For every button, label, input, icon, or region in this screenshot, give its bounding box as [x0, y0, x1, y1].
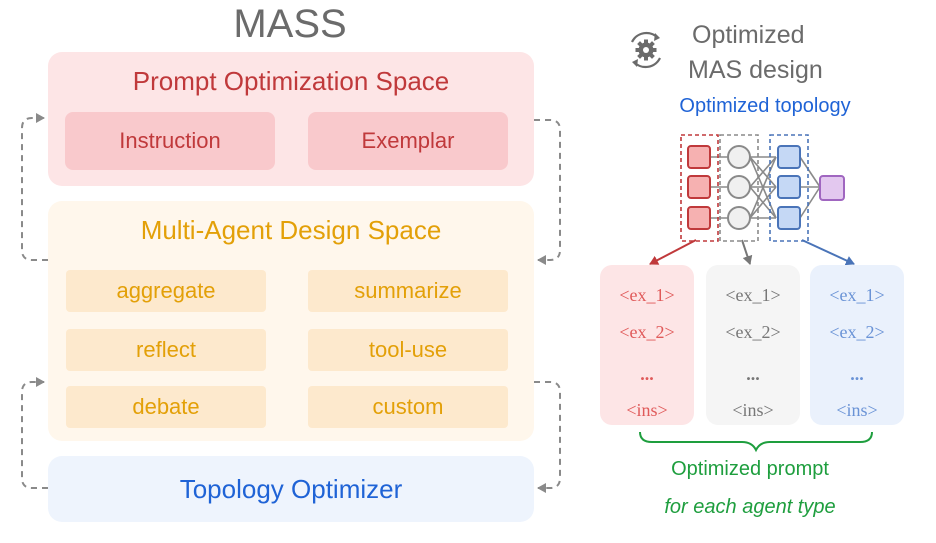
agent-card-red: [600, 265, 694, 425]
card-line: <ins>: [626, 399, 668, 420]
optimized-heading-line2: MAS design: [688, 56, 823, 84]
design-space-title: Multi-Agent Design Space: [140, 215, 442, 245]
gray-agent-node: [727, 145, 751, 169]
card-line: ...: [850, 363, 864, 384]
instruction-chip: Instruction: [65, 112, 275, 170]
agent-card-gray: [706, 265, 800, 425]
diagram-title: MASS: [233, 2, 347, 46]
card-line: <ex_2>: [619, 321, 675, 342]
card-line: <ex_2>: [829, 321, 885, 342]
optimized-topology-label: Optimized topology: [679, 95, 851, 117]
blue-arrow: [801, 239, 855, 266]
red-agent-node: [687, 206, 711, 230]
red-agent-node: [687, 145, 711, 169]
topology-optimizer-box: [48, 456, 534, 522]
summarize-chip: summarize: [308, 270, 508, 312]
card-line: ...: [640, 363, 654, 384]
optimized-mas-heading: Optimized MAS design: [688, 18, 823, 88]
prompt-space-title: Prompt Optimization Space: [132, 66, 450, 96]
gray-arrow: [741, 239, 753, 265]
card-line: <ins>: [836, 399, 878, 420]
card-line: <ins>: [732, 399, 774, 420]
gear-sync-icon: [631, 31, 661, 69]
card-line: ...: [746, 363, 760, 384]
agent-card-blue: [810, 265, 904, 425]
gray-agent-node: [727, 175, 751, 199]
card-line: <ex_1>: [829, 284, 885, 305]
aggregate-chip: aggregate: [66, 270, 266, 312]
green-brace: [639, 431, 873, 453]
debate-chip: debate: [66, 386, 266, 428]
card-line: <ex_1>: [725, 284, 781, 305]
card-line: <ex_2>: [725, 321, 781, 342]
tool-use-chip: tool-use: [308, 329, 508, 371]
purple-output-node: [819, 175, 845, 201]
gray-agent-node: [727, 206, 751, 230]
reflect-chip: reflect: [66, 329, 266, 371]
optimized-prompt-label: Optimized prompt: [671, 458, 829, 480]
exemplar-chip: Exemplar: [308, 112, 508, 170]
custom-chip: custom: [308, 386, 508, 428]
loop-arrow-right-top: [534, 119, 561, 265]
agent-type-sublabel: for each agent type: [664, 496, 836, 518]
blue-agent-node: [777, 175, 801, 199]
loop-arrow-left-top: [21, 113, 48, 261]
optimized-heading-line1: Optimized: [692, 21, 805, 49]
red-arrow: [649, 239, 697, 265]
blue-agent-node: [777, 206, 801, 230]
red-agent-node: [687, 175, 711, 199]
topology-optimizer-label: Topology Optimizer: [179, 473, 403, 504]
blue-agent-node: [777, 145, 801, 169]
card-line: <ex_1>: [619, 284, 675, 305]
